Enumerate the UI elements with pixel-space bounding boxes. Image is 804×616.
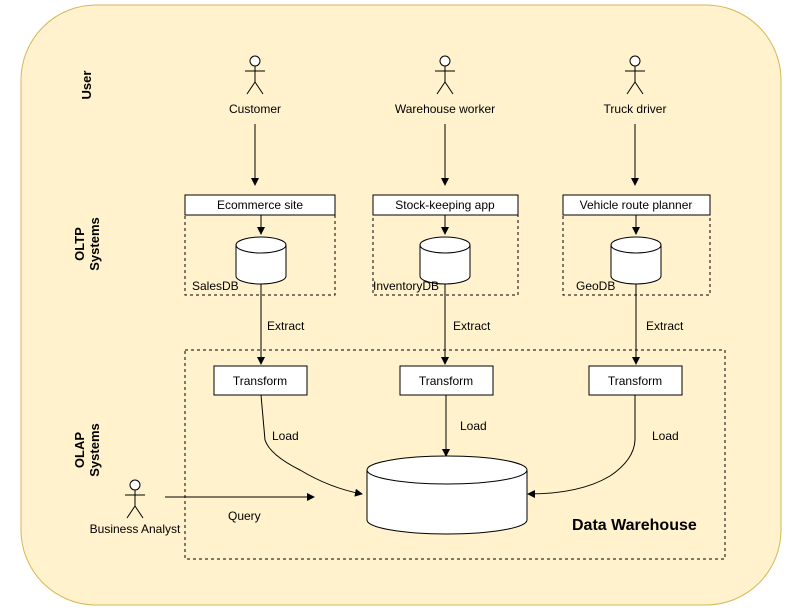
- transform-box-inventory: [399, 365, 494, 396]
- load-label-1: Load: [272, 429, 299, 443]
- salesdb-cylinder-icon: [235, 236, 287, 285]
- stock-keeping-app-label: Stock-keeping app: [395, 198, 495, 212]
- warehouse-worker-label: Warehouse worker: [395, 102, 495, 116]
- business-analyst-label: Business Analyst: [90, 522, 181, 536]
- business-analyst-actor-icon: [125, 479, 145, 519]
- truck-driver-label: Truck driver: [604, 102, 667, 116]
- ecommerce-site-label: Ecommerce site: [217, 198, 303, 212]
- transform-label-sales: Transform: [233, 374, 287, 388]
- customer-actor-icon: [245, 55, 265, 95]
- olap-group: [184, 349, 726, 560]
- arrow-load-sales: [260, 394, 363, 497]
- geodb-cylinder-icon: [610, 236, 662, 285]
- warehouse-worker-actor-icon: [435, 55, 455, 95]
- extract-label-2: Extract: [453, 319, 491, 333]
- vehicle-route-planner-label: Vehicle route planner: [580, 198, 693, 212]
- diagram-background: [20, 4, 782, 606]
- arrow-load-geo: [527, 395, 636, 498]
- ecommerce-site-box: [184, 194, 336, 216]
- geodb-label: GeoDB: [576, 279, 615, 293]
- truck-driver-actor-icon: [625, 55, 645, 95]
- inventorydb-cylinder-icon: [419, 236, 471, 285]
- extract-label-1: Extract: [267, 319, 305, 333]
- data-warehouse-cylinder-icon: [366, 455, 528, 535]
- transform-box-geo: [588, 365, 683, 396]
- extract-label-3: Extract: [646, 319, 684, 333]
- transform-box-sales: [213, 365, 308, 396]
- data-warehouse-label: Data Warehouse: [572, 517, 697, 534]
- lane-label-olap-2: Systems: [87, 423, 102, 476]
- lane-label-oltp-2: Systems: [87, 217, 102, 270]
- transform-label-geo: Transform: [608, 374, 662, 388]
- load-label-2: Load: [460, 419, 487, 433]
- lane-label-user: User: [79, 71, 94, 100]
- lane-label-olap: OLAP: [72, 432, 87, 468]
- inventorydb-label: InventoryDB: [373, 279, 439, 293]
- customer-label: Customer: [229, 102, 281, 116]
- query-label: Query: [228, 509, 261, 523]
- salesdb-label: SalesDB: [192, 279, 239, 293]
- transform-label-inventory: Transform: [419, 374, 473, 388]
- load-label-3: Load: [652, 429, 679, 443]
- lane-label-oltp: OLTP: [72, 227, 87, 261]
